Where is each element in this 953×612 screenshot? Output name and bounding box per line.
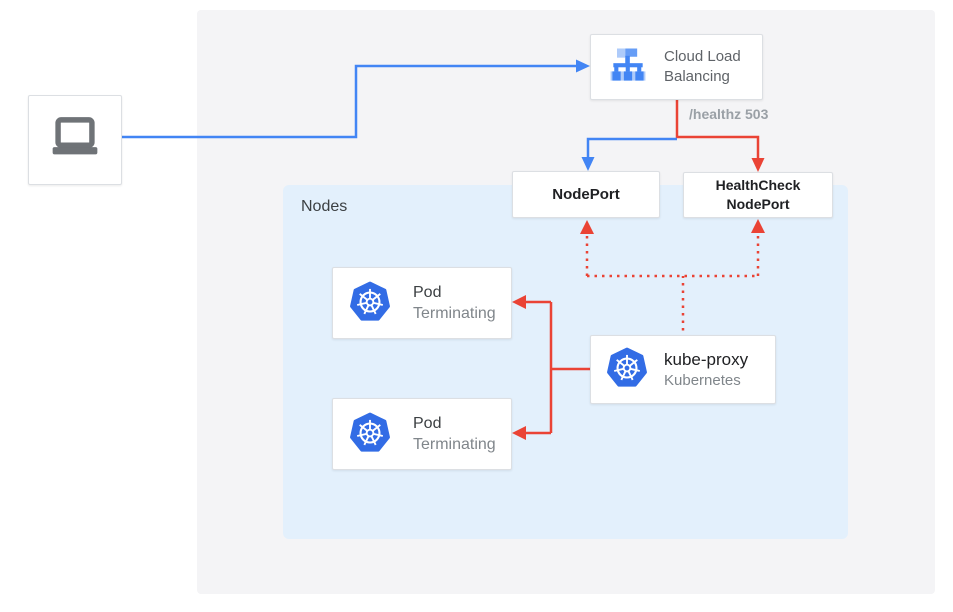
cloud-load-balancing-icon xyxy=(606,43,650,92)
nodeport-label: NodePort xyxy=(552,186,620,203)
healthcheck-nodeport-label: HealthCheck NodePort xyxy=(715,177,801,212)
kube-proxy-name: kube-proxy xyxy=(664,349,749,369)
nodes-panel-label: Nodes xyxy=(301,198,348,215)
client-device-card xyxy=(28,95,122,185)
pod-status: Terminating xyxy=(413,436,496,453)
kube-proxy-card: kube-proxy Kubernetes xyxy=(590,335,776,404)
pod-card-1: Pod Terminating xyxy=(332,267,512,339)
healthz-annotation: /healthz 503 xyxy=(689,106,769,122)
kubernetes-icon xyxy=(349,280,391,327)
kubernetes-icon xyxy=(349,411,391,458)
pod-card-2: Pod Terminating xyxy=(332,398,512,470)
laptop-icon xyxy=(46,109,104,172)
healthcheck-nodeport-card: HealthCheck NodePort xyxy=(683,172,833,218)
load-balancer-label: Cloud Load Balancing xyxy=(664,48,741,85)
load-balancer-card: Cloud Load Balancing xyxy=(590,34,763,100)
kube-proxy-subtitle: Kubernetes xyxy=(664,371,741,389)
pod-status: Terminating xyxy=(413,305,496,322)
pod-name: Pod xyxy=(413,415,442,432)
nodeport-card: NodePort xyxy=(512,171,660,218)
kubernetes-icon xyxy=(606,346,648,393)
pod-name: Pod xyxy=(413,284,442,301)
